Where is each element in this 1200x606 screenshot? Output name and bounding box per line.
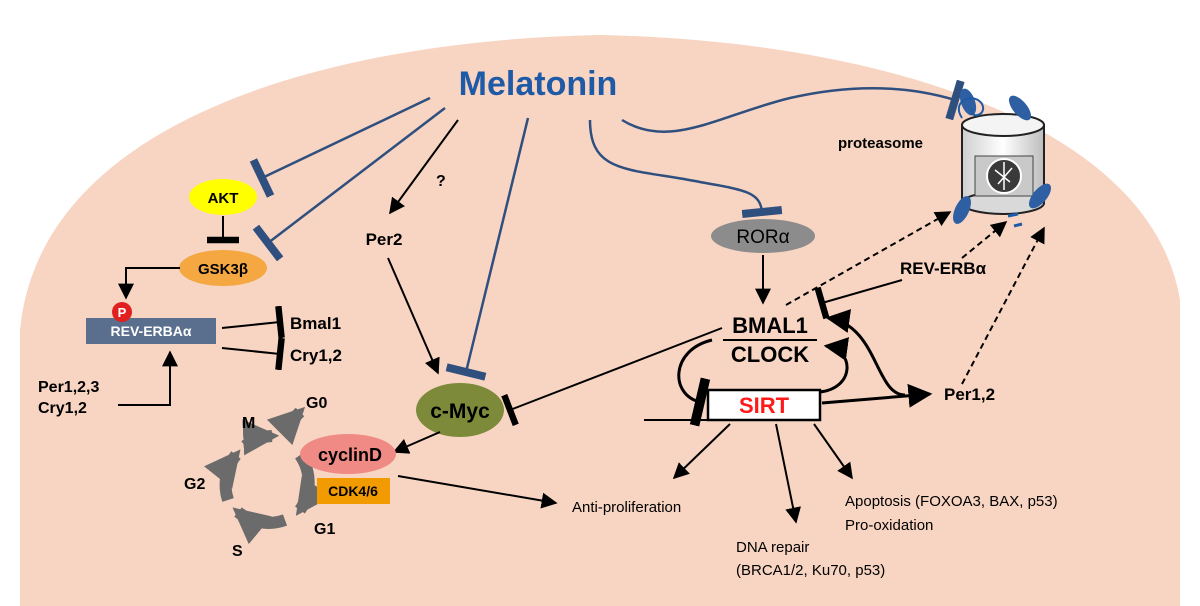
sirt-box <box>706 388 822 422</box>
arrow-per-reverba <box>118 350 178 406</box>
phospho-badge <box>112 302 132 322</box>
arrow-sirt-per12 <box>821 383 933 408</box>
akt-label: AKT <box>208 190 239 207</box>
clock-label: CLOCK <box>731 342 809 367</box>
arrow-per2-cmyc <box>387 257 440 375</box>
phospho-label: P <box>118 305 127 320</box>
cycle-arrow-g0 <box>266 406 306 446</box>
arrow-sirt-dnarepair <box>775 423 801 524</box>
anti-proliferation-label: Anti-proliferation <box>572 499 681 516</box>
per123-label: Per1,2,3 <box>38 379 99 396</box>
cry12-left-label: Cry1,2 <box>290 346 342 365</box>
rev-erba-left-label: REV-ERBAα <box>111 323 192 339</box>
arrow-cdk-antiprolif <box>397 475 558 509</box>
cycle-g0: G0 <box>306 395 327 412</box>
inhibit-gsk3b <box>252 107 446 262</box>
cdk46-label: CDK4/6 <box>328 483 378 499</box>
arrow-sirt-antiprolif <box>672 423 731 480</box>
rora-node <box>711 219 815 253</box>
loop-clock-sirt-left <box>677 338 713 427</box>
cycle-m: M <box>242 415 255 432</box>
arrow-sirt-apoptosis <box>813 423 853 480</box>
bmal1-left-label: Bmal1 <box>290 314 341 333</box>
cmyc-node <box>416 383 504 437</box>
arrow-cmyc-cyclind <box>392 431 441 454</box>
melatonin-title: Melatonin <box>459 65 618 103</box>
cmyc-label: c-Myc <box>430 400 490 423</box>
inhibit-akt <box>249 96 431 198</box>
cycle-arc-s-g2 <box>203 449 241 502</box>
inhibit-reverba-bmal1 <box>814 279 903 320</box>
loop-sirt-clock-right <box>819 337 850 394</box>
bmal1-label: BMAL1 <box>732 313 808 338</box>
per12-right-label: Per1,2 <box>944 385 995 404</box>
inhibit-cry12-left <box>221 337 285 371</box>
inhibit-proteasome <box>621 79 965 133</box>
inhibit-bmal1-left <box>221 305 285 339</box>
akt-node <box>189 179 257 215</box>
pro-oxidation-label: Pro-oxidation <box>845 517 933 534</box>
gsk3b-node <box>179 250 267 286</box>
cycle-g1: G1 <box>314 521 335 538</box>
cry12-bottom-label: Cry1,2 <box>38 400 87 417</box>
sirt-label: SIRT <box>739 393 790 418</box>
rora-label: RORα <box>736 227 789 248</box>
cdk46-box <box>317 478 390 504</box>
cyclind-label: cyclinD <box>318 445 382 465</box>
arrow-gsk3b-reverba <box>118 267 180 300</box>
cycle-s: S <box>232 543 243 560</box>
inhibit-cmyc <box>445 117 530 381</box>
loop-per-bmal1 <box>825 309 906 397</box>
inhibit-rora <box>588 119 783 218</box>
question-mark: ? <box>436 173 446 190</box>
melatonin-inhibitions <box>249 79 965 381</box>
apoptosis-label: Apoptosis (FOXOA3, BAX, p53) <box>845 493 1058 510</box>
cycle-arc-g1-s <box>232 507 288 545</box>
rev-erba-left-box <box>86 318 216 344</box>
cyclind-node <box>300 434 396 474</box>
rev-erba-right-label: REV-ERBα <box>900 259 987 278</box>
arrow-melatonin-per2 <box>389 119 459 215</box>
dna-repair-detail: (BRCA1/2, Ku70, p53) <box>736 562 885 579</box>
proteasome-icon <box>953 88 1052 228</box>
per2-label: Per2 <box>366 230 403 249</box>
inhibit-clock-cmyc <box>501 327 723 427</box>
proteasome-label: proteasome <box>838 135 923 152</box>
cycle-g2: G2 <box>184 476 205 493</box>
gsk3b-label: GSK3β <box>198 261 248 278</box>
dna-repair-label: DNA repair <box>736 539 809 556</box>
dashed-bmal1-proteasome <box>785 211 952 306</box>
